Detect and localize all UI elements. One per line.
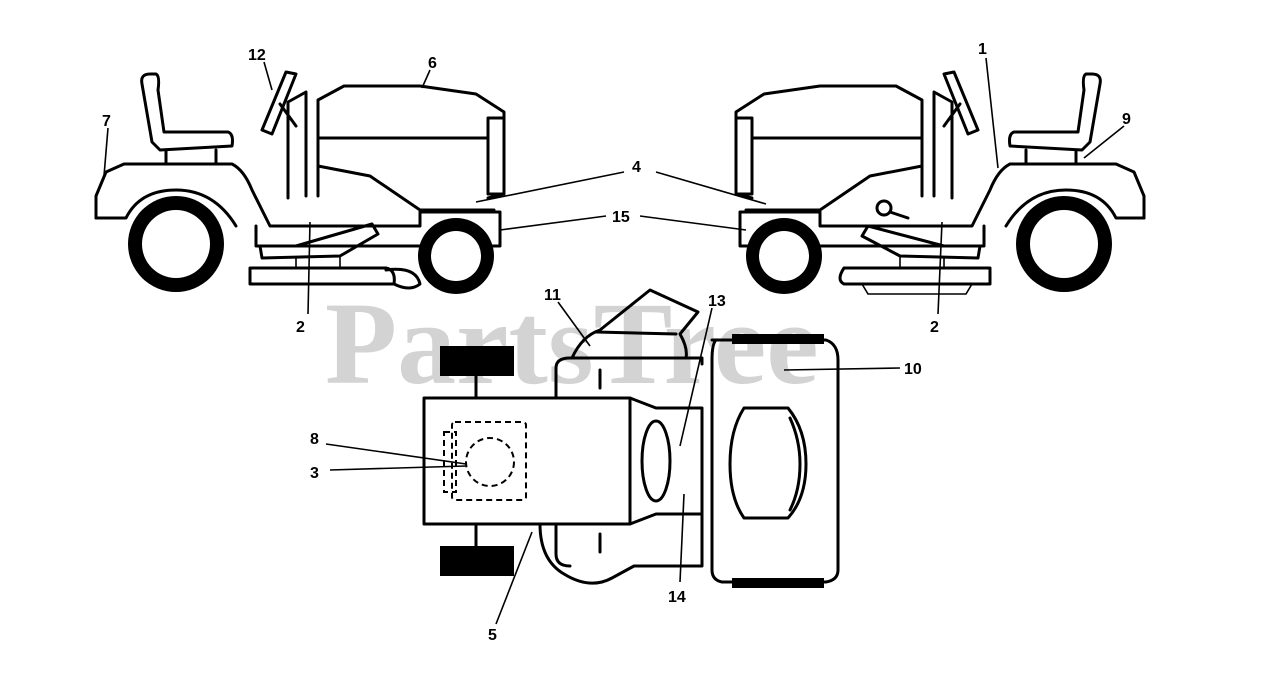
rear-wheel-hub (1030, 210, 1098, 278)
hood-top (710, 338, 840, 584)
seat-outline-top (451, 421, 527, 501)
leader-15-left (499, 215, 607, 231)
leader-13 (679, 307, 713, 447)
front-tire-top (732, 334, 824, 344)
lever-knob (875, 199, 893, 217)
deck-chute (384, 267, 422, 290)
callout-15: 15 (612, 209, 630, 226)
leader-1 (985, 57, 999, 169)
seat-base (1024, 148, 1078, 166)
leader-10 (783, 367, 901, 371)
leader-6 (421, 69, 431, 89)
callout-5: 5 (488, 627, 497, 644)
fender-arch (1004, 188, 1146, 228)
chute-seam (594, 330, 678, 336)
rear-body (422, 396, 632, 526)
discharge-chute (570, 288, 700, 360)
callout-9: 9 (1122, 111, 1131, 128)
leader-15-right (639, 215, 747, 231)
deck-top-edge (554, 356, 704, 400)
callout-10: 10 (904, 361, 922, 378)
callout-12: 12 (248, 47, 266, 64)
leader-5 (495, 531, 533, 625)
deck-bottom-left (554, 522, 572, 568)
leader-2-left (307, 221, 311, 315)
callout-3: 3 (310, 465, 319, 482)
frame (254, 210, 502, 248)
left-side-view-tractor (94, 70, 506, 294)
callout-7: 7 (102, 113, 111, 130)
leader-2-right (937, 221, 943, 315)
front-tire-bottom (732, 578, 824, 588)
hood-side-line (744, 164, 924, 212)
deck-skirt (861, 283, 973, 295)
leader-3 (329, 465, 467, 471)
dash-console (286, 90, 308, 200)
steering-column (278, 102, 298, 128)
leader-12 (263, 61, 273, 91)
seat (140, 72, 234, 152)
top-view-tractor (422, 288, 840, 588)
hood (734, 84, 924, 200)
hood-vent-inner (788, 416, 802, 512)
callout-labels: 1 2 2 3 4 5 6 7 8 9 10 11 12 13 14 15 (102, 41, 1131, 644)
callout-8: 8 (310, 431, 319, 448)
steering-wheel (942, 70, 980, 136)
callout-2-right: 2 (930, 319, 939, 336)
steering-wheel (260, 70, 298, 136)
lever-arm (888, 210, 910, 220)
seat-cushion-outline (465, 437, 515, 487)
callout-1: 1 (978, 41, 987, 58)
fender-arch (94, 188, 238, 228)
callout-14: 14 (668, 589, 686, 606)
leader-4-left (475, 171, 625, 203)
hood (316, 84, 506, 200)
callout-2-left: 2 (296, 319, 305, 336)
front-wheel-hub (431, 231, 481, 281)
grille (734, 116, 754, 196)
callout-4: 4 (632, 159, 641, 176)
rear-fender (818, 162, 1146, 228)
leader-11 (557, 301, 591, 347)
callout-13: 13 (708, 293, 726, 310)
rear-tire-top (440, 346, 514, 376)
deck-hangers (295, 256, 341, 268)
seat-base (164, 148, 218, 166)
callout-11: 11 (544, 287, 561, 304)
deck-hangers (899, 256, 945, 268)
mower-deck (838, 266, 992, 286)
deck-lift-lever (860, 224, 982, 260)
dash-console (932, 90, 954, 200)
callout-6: 6 (428, 55, 437, 72)
deck-lift-lever (258, 222, 380, 260)
leader-4-right (655, 171, 767, 205)
front-wheel-hub (759, 231, 809, 281)
rear-fender (94, 162, 422, 228)
seat (1008, 72, 1102, 152)
right-side-view-tractor (734, 70, 1146, 295)
dash-area (628, 396, 704, 526)
steering-column (942, 102, 962, 128)
leader-7 (103, 127, 109, 177)
hood-side-line (316, 164, 496, 212)
hood-vent (728, 406, 808, 520)
leader-lines (103, 57, 1125, 625)
grille (486, 116, 506, 196)
rear-tire-bottom (440, 546, 514, 576)
leader-9 (1083, 125, 1125, 159)
frame (738, 210, 986, 248)
rear-wheel-hub (142, 210, 210, 278)
steering-wheel-top (640, 419, 672, 503)
leader-8 (325, 443, 467, 465)
leader-14 (679, 493, 685, 583)
deck-bottom-edge (538, 512, 704, 585)
